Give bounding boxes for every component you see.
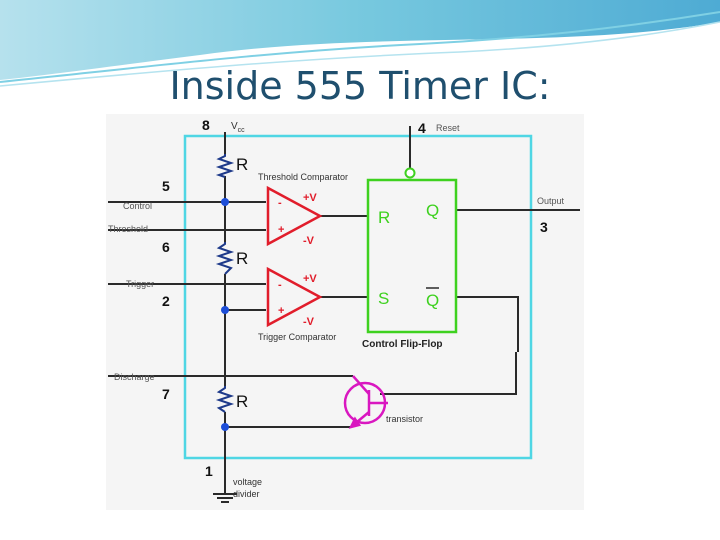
pin-6-number: 6 [162, 239, 170, 255]
threshold-label: Threshold [108, 224, 148, 234]
trigger-comp-neg-supply: -V [303, 316, 315, 328]
transistor-label: transistor [386, 414, 423, 424]
threshold-comparator-label: Threshold Comparator [258, 172, 348, 182]
flip-flop-s-input: S [378, 289, 389, 308]
pin-7-number: 7 [162, 386, 170, 402]
divider-label-line1: voltage [233, 477, 262, 487]
qbar-feedback-wire [380, 352, 517, 395]
schematic-panel: 8 Vcc 4 Reset 5 Control Threshold 6 Trig… [106, 114, 584, 510]
flip-flop-r-input: R [378, 208, 390, 227]
header-wave [0, 0, 720, 80]
flip-flop-qbar-output: Q [426, 291, 439, 310]
resistor-r2 [215, 242, 235, 275]
reset-label: Reset [436, 123, 460, 133]
resistor-r1-label: R [236, 155, 248, 174]
reset-bubble [404, 167, 416, 179]
control-label: Control [123, 201, 152, 211]
pin-5-number: 5 [162, 178, 170, 194]
trigger-comp-pos-supply: +V [303, 273, 317, 285]
output-label: Output [537, 196, 565, 206]
header-decoration [0, 0, 720, 87]
junction-node [221, 198, 229, 206]
control-flip-flop [366, 178, 458, 334]
transistor-arrow [348, 416, 362, 429]
threshold-comparator [266, 185, 323, 247]
junction-node [221, 423, 229, 431]
threshold-comp-pos-supply: +V [303, 192, 317, 204]
header-wave-line [0, 11, 720, 83]
discharge-label: Discharge [114, 372, 155, 382]
resistor-r1 [215, 154, 235, 178]
transistor-collector [352, 375, 370, 395]
pin-3-number: 3 [540, 219, 548, 235]
trigger-comparator-label: Trigger Comparator [258, 332, 336, 342]
divider-label-line2: divider [233, 489, 260, 499]
qbar-feedback-wire [456, 296, 519, 352]
timer-555-schematic: 8 Vcc 4 Reset 5 Control Threshold 6 Trig… [108, 117, 580, 503]
trigger-comparator [266, 266, 323, 328]
ground-symbol [213, 493, 237, 503]
flip-flop-q-output: Q [426, 201, 439, 220]
trigger-comp-plus: + [278, 305, 284, 317]
slide-title: Inside 555 Timer IC: [169, 64, 551, 108]
vcc-label: Vcc [231, 121, 245, 134]
resistor-r3-label: R [236, 392, 248, 411]
pin-1-number: 1 [205, 463, 213, 479]
transistor [343, 375, 388, 429]
threshold-comp-neg-supply: -V [303, 235, 315, 247]
trigger-comp-minus: - [278, 279, 282, 291]
ic-outline [183, 134, 533, 460]
junction-node [221, 306, 229, 314]
threshold-comp-plus: + [278, 224, 284, 236]
trigger-label: Trigger [126, 279, 154, 289]
header-wave-line [0, 21, 720, 87]
resistor-r3 [215, 386, 235, 413]
flip-flop-label: Control Flip-Flop [362, 339, 443, 350]
threshold-comp-minus: - [278, 197, 282, 209]
resistor-r2-label: R [236, 249, 248, 268]
pin-2-number: 2 [162, 293, 170, 309]
pin-4-number: 4 [418, 120, 426, 136]
pin-8-number: 8 [202, 117, 210, 133]
